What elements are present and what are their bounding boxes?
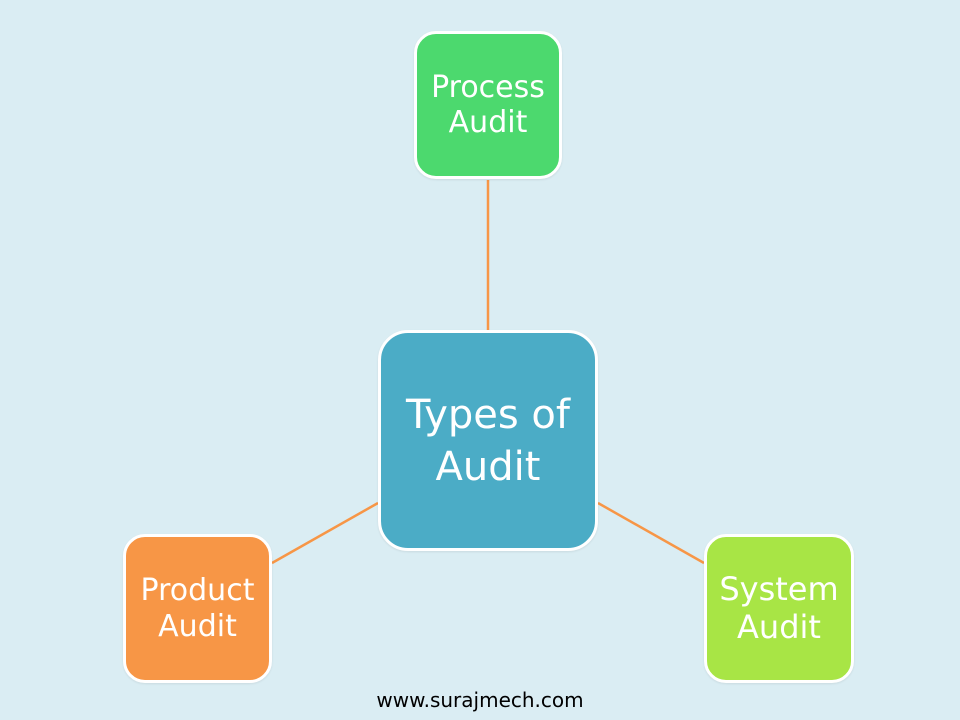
types-of-audit-line1: Types of xyxy=(406,391,570,438)
system-audit-node: System Audit xyxy=(704,534,854,683)
product-audit-line2: Audit xyxy=(158,608,237,644)
product-audit-node: Product Audit xyxy=(123,534,272,683)
process-audit-node: Process Audit xyxy=(414,31,562,179)
process-audit-line2: Audit xyxy=(448,105,528,140)
product-audit-line1: Product xyxy=(140,573,255,609)
connector-right xyxy=(597,501,705,565)
website-footer: www.surajmech.com xyxy=(376,688,584,712)
system-audit-line1: System xyxy=(719,569,839,608)
system-audit-line2: Audit xyxy=(737,607,821,646)
types-of-audit-node: Types of Audit xyxy=(378,330,598,551)
types-of-audit-line2: Audit xyxy=(435,443,541,490)
process-audit-line1: Process xyxy=(431,69,545,105)
connector-left xyxy=(271,501,379,565)
